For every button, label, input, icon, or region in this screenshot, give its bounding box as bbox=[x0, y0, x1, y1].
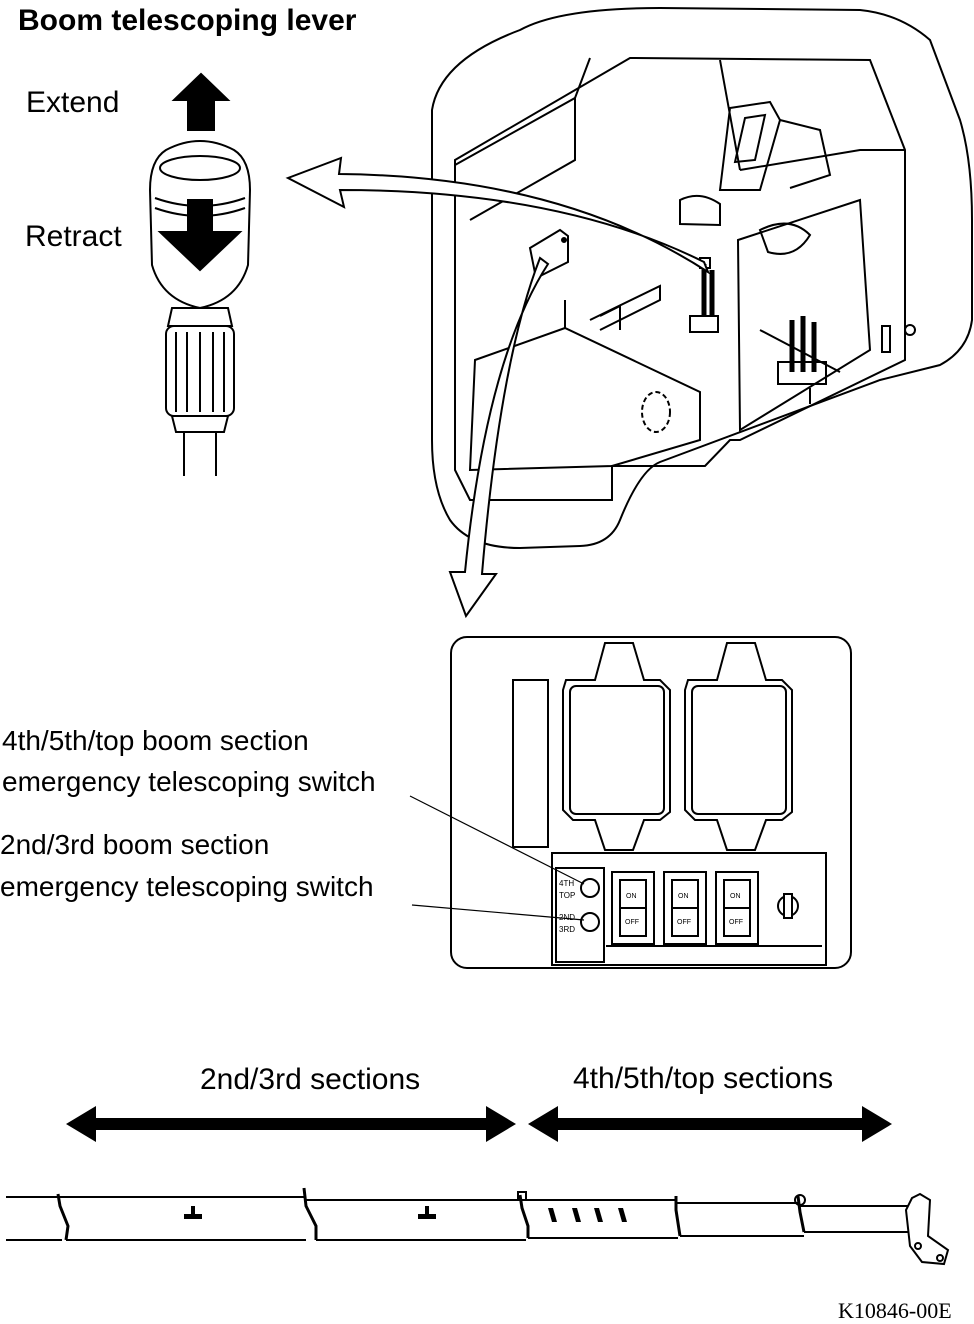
panel-label-3rd: 3RD bbox=[559, 925, 575, 934]
extend-arrow-icon bbox=[171, 72, 231, 131]
panel-label-2nd: 2ND bbox=[559, 913, 575, 922]
rocker-on-1: ON bbox=[626, 893, 637, 900]
top-switch-callout-line2: emergency telescoping switch bbox=[2, 766, 376, 797]
switch-panel bbox=[450, 636, 852, 969]
panel-tiny-labels: 4TH TOP 2ND 3RD ON OFF ON OFF ON OFF bbox=[559, 879, 743, 934]
second-emergency-switch bbox=[580, 912, 600, 932]
panel-label-4th: 4TH bbox=[559, 879, 574, 888]
pointer-arrows bbox=[285, 156, 711, 619]
rocker-on-3: ON bbox=[730, 893, 741, 900]
page-title: Boom telescoping lever bbox=[18, 4, 357, 37]
top-switch-callout-line1: 4th/5th/top boom section bbox=[2, 725, 309, 756]
second-switch-callout-line2: emergency telescoping switch bbox=[0, 871, 374, 902]
boom-marks bbox=[184, 1206, 627, 1222]
top-emergency-switch bbox=[580, 878, 600, 898]
lower-sections-label: 2nd/3rd sections bbox=[200, 1063, 421, 1096]
rocker-off-1: OFF bbox=[625, 919, 639, 926]
lower-sections-arrow bbox=[66, 1106, 516, 1142]
panel-label-top: TOP bbox=[559, 891, 575, 900]
extend-label: Extend bbox=[26, 86, 120, 119]
rocker-on-2: ON bbox=[678, 893, 689, 900]
panel-pointer-arrow bbox=[448, 256, 550, 619]
retract-arrow-icon bbox=[157, 199, 243, 272]
rocker-off-3: OFF bbox=[729, 919, 743, 926]
upper-sections-label: 4th/5th/top sections bbox=[573, 1062, 834, 1095]
lever-illustration bbox=[148, 72, 252, 476]
retract-label: Retract bbox=[25, 220, 122, 253]
second-switch-callout-line1: 2nd/3rd boom section bbox=[0, 829, 270, 860]
section-arrows bbox=[66, 1106, 892, 1142]
figure-id: K10846-00E bbox=[838, 1298, 952, 1323]
boom-illustration bbox=[6, 1187, 950, 1266]
cab-illustration bbox=[431, 6, 973, 550]
lever-pointer-arrow bbox=[285, 156, 711, 275]
rocker-off-2: OFF bbox=[677, 919, 691, 926]
leader-lines bbox=[409, 795, 585, 921]
upper-sections-arrow bbox=[528, 1106, 892, 1142]
